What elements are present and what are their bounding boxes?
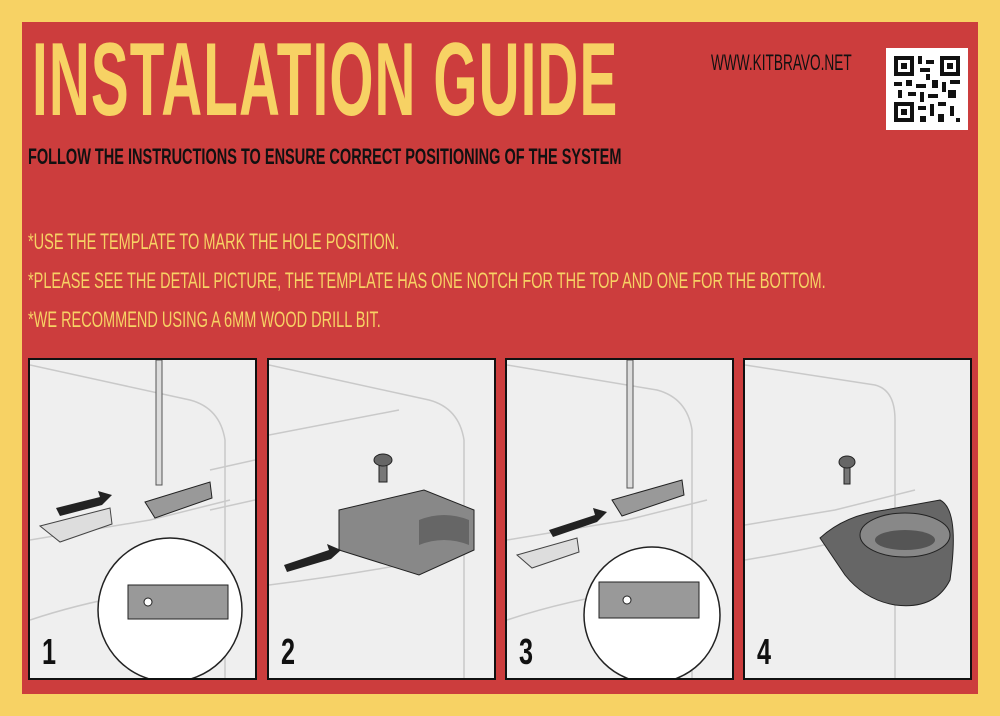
- qr-code: [886, 48, 968, 130]
- arrow-icon: [549, 508, 607, 537]
- step-number: 2: [281, 631, 296, 672]
- template-icon: [144, 481, 213, 519]
- note-notch: *PLEASE SEE THE DETAIL PICTURE, THE TEMP…: [28, 268, 826, 293]
- website-link[interactable]: WWW.KITBRAVO.NET: [711, 50, 852, 75]
- drill-bit-icon: [626, 360, 634, 489]
- step-number: 3: [519, 631, 534, 672]
- drill-bit-icon: [155, 360, 163, 486]
- step-1-illustration: [30, 360, 255, 678]
- step-3-illustration: [507, 360, 721, 678]
- step-number: 1: [42, 631, 57, 672]
- step-4-illustration: [745, 364, 954, 678]
- installation-card: INSTALATION GUIDE WWW.KITBRAVO.NET FOLLO…: [22, 22, 978, 694]
- note-drill-bit: *WE RECOMMEND USING A 6MM WOOD DRILL BIT…: [28, 307, 381, 332]
- template-icon: [611, 479, 685, 517]
- step-4-panel: 4: [743, 358, 972, 680]
- arrow-icon: [284, 544, 341, 572]
- page-title: INSTALATION GUIDE: [32, 22, 619, 138]
- arrow-icon: [56, 491, 112, 516]
- step-1-panel: 1: [28, 358, 257, 680]
- note-template: *USE THE TEMPLATE TO MARK THE HOLE POSIT…: [28, 229, 400, 254]
- step-2-panel: 2: [267, 358, 496, 680]
- step-2-illustration: [269, 364, 475, 678]
- step-3-panel: 3: [505, 358, 734, 680]
- step-number: 4: [757, 631, 772, 672]
- subtitle: FOLLOW THE INSTRUCTIONS TO ENSURE CORREC…: [28, 144, 622, 169]
